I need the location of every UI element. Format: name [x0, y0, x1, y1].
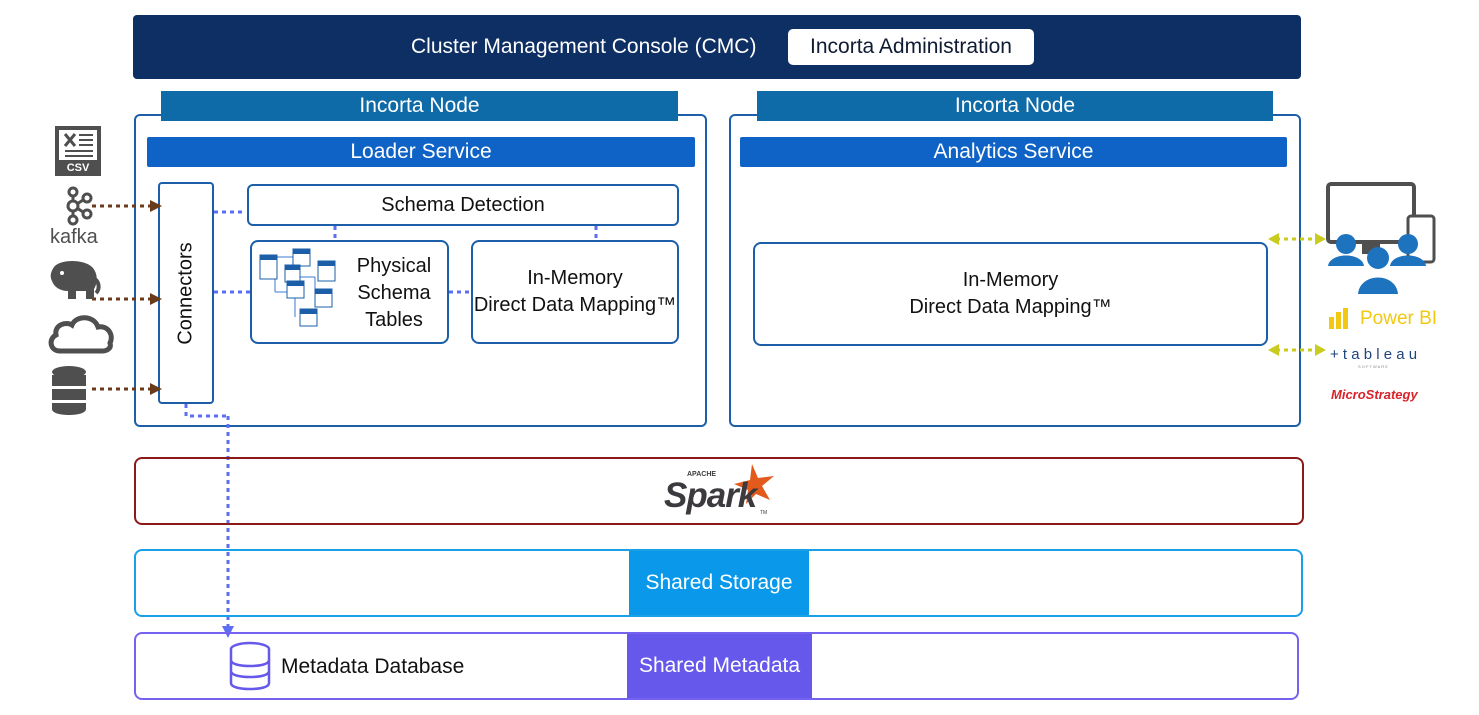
shared-storage-layer — [134, 549, 1303, 617]
microstrategy-logo: MicroStrategy — [1331, 387, 1418, 402]
power-bi-label: Power BI — [1360, 308, 1438, 329]
physical-schema-tables-label: Physical Schema Tables — [356, 255, 432, 331]
apache-spark-logo — [662, 462, 778, 520]
spark-tm: TM — [760, 510, 768, 516]
schema-detection-box — [247, 184, 679, 226]
metadata-database-icon — [229, 641, 271, 691]
tableau-logo: + t a b l e a u — [1330, 346, 1418, 363]
loader-service-bar: Loader Service — [147, 137, 695, 167]
incorta-node-right-header: Incorta Node — [757, 91, 1273, 121]
power-bi-icon — [1327, 307, 1351, 331]
csv-label: CSV — [66, 162, 90, 174]
spark-label: Spark — [664, 476, 757, 515]
cmc-title: Cluster Management Console (CMC) — [411, 35, 757, 58]
spark-apache-label: APACHE — [687, 471, 717, 478]
metadata-database-label: Metadata Database — [281, 655, 465, 678]
schema-detection-label: Schema Detection — [381, 194, 545, 216]
metadata-layer — [134, 632, 1299, 700]
in-memory-label-right: In-Memory Direct Data Mapping™ — [909, 269, 1112, 318]
database-icon — [50, 365, 88, 415]
analytics-service-bar: Analytics Service — [740, 137, 1287, 167]
incorta-administration-button[interactable]: Incorta Administration — [788, 29, 1034, 65]
in-memory-box-left — [471, 240, 679, 344]
tableau-software-label: S O F T W A R E — [1358, 364, 1388, 369]
schema-tables-icon — [255, 247, 350, 332]
connectors-to-metadata-line — [184, 404, 230, 628]
csv-icon — [53, 124, 103, 178]
incorta-node-left-header: Incorta Node — [161, 91, 678, 121]
in-memory-label-left: In-Memory Direct Data Mapping™ — [473, 267, 677, 316]
connectors-box — [158, 182, 214, 404]
hadoop-elephant-icon — [46, 259, 102, 301]
shared-metadata-label: Shared Metadata — [627, 634, 812, 698]
shared-storage-label: Shared Storage — [629, 551, 809, 615]
kafka-icon — [63, 186, 93, 226]
users-devices-icon — [1326, 182, 1436, 294]
spark-layer — [134, 457, 1304, 525]
in-memory-box-right — [753, 242, 1268, 346]
kafka-label: kafka — [50, 226, 98, 248]
cmc-banner — [133, 15, 1301, 79]
cloud-icon — [46, 313, 116, 355]
